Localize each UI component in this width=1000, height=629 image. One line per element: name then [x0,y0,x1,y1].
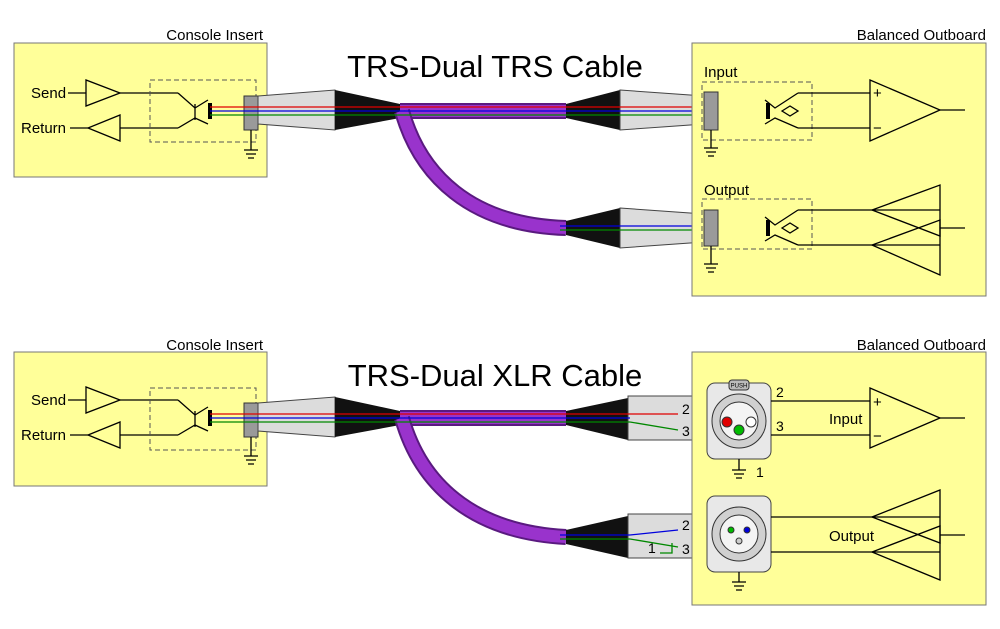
bottom-xlr-plug-a [627,395,697,441]
top-input-plus: + [873,85,882,102]
top-send-amp-icon [85,79,122,107]
bottom-plug-b-pin-2: 2 [682,517,690,533]
bottom-xlr-plug-b [627,513,697,559]
bottom-xlr-f-pin-1 [745,416,757,428]
bottom-plug-b-pin-1: 1 [648,540,656,556]
bottom-console-insert: Console Insert Send Return [13,337,268,487]
bottom-input-label: Input [829,411,863,428]
bottom-plug-b-pin-3: 3 [682,541,690,557]
bottom-input-wire-3: 3 [776,418,784,434]
top-output-ground-icon [704,263,718,273]
top-console-jack-sleeve [243,95,259,131]
top-output-amp-upper-icon [870,184,941,237]
bottom-output-amp-upper-icon [870,489,941,544]
bottom-input-wire-2: 2 [776,384,784,400]
bottom-xlr-m-pin-3 [727,526,735,534]
bottom-input-minus: − [873,428,882,445]
top-outboard-box [691,42,987,297]
top-output-label: Output [704,182,750,199]
bottom-input-amp-icon [869,387,942,449]
top-input-label: Input [704,64,738,81]
bottom-return-label: Return [21,427,66,444]
top-console-title: Console Insert [166,27,264,44]
top-input-amp-icon [869,79,942,142]
top-input-jack-enclosure [701,81,813,141]
bottom-plug-a-pin-2: 2 [682,401,690,417]
bottom-ground-pin-label: 1 [756,464,764,480]
bottom-console-jack-sleeve [243,402,259,438]
bottom-xlr-m-pin-1 [735,537,743,545]
top-balanced-outboard: Balanced Outboard Input Output [691,27,987,297]
top-console-insert: Console Insert Send Return [13,27,268,178]
bottom-input-plus: + [873,394,882,411]
bottom-plug-a-pin-3: 3 [682,423,690,439]
bottom-diagram: Console Insert Send Return TRS-Dual XLR … [13,337,987,606]
bottom-send-amp-icon [85,386,122,414]
bottom-title: TRS-Dual XLR Cable [348,358,643,393]
top-output-jack-sleeve [703,209,719,247]
top-diagram: Console Insert Send Return TRS-Dual TRS … [13,27,987,297]
top-send-label: Send [31,85,66,102]
top-input-jack-sleeve [703,91,719,131]
top-output-amp-lower-icon [870,219,941,276]
top-cable [210,89,790,249]
bottom-console-title: Console Insert [166,337,264,354]
bottom-xlr-f-pin-2 [721,416,733,428]
bottom-output-amp-lower-icon [870,525,941,581]
top-input-minus: − [873,120,882,137]
bottom-console-box [13,351,268,487]
bottom-output-label: Output [829,528,875,545]
bottom-input-ground-icon [732,469,746,479]
bottom-cable: 2 3 2 3 1 [210,395,697,559]
bottom-xlr-female-connector: PUSH [706,379,772,460]
top-return-label: Return [21,120,66,137]
bottom-console-ground-icon [244,455,258,465]
top-console-box [13,42,268,178]
bottom-balanced-outboard: Balanced Outboard PUSH 1 [691,337,987,606]
bottom-xlr-f-pin-3 [733,424,745,436]
bottom-send-label: Send [31,392,66,409]
bottom-xlr-m-pin-2 [743,526,751,534]
top-outboard-title: Balanced Outboard [857,27,986,44]
bottom-xlr-male-connector [706,495,772,573]
bottom-outboard-title: Balanced Outboard [857,337,986,354]
bottom-output-ground-icon [732,581,746,591]
top-input-ground-icon [704,147,718,157]
top-console-ground-icon [244,149,258,159]
bottom-push-label: PUSH [731,384,748,390]
top-title: TRS-Dual TRS Cable [347,49,643,84]
